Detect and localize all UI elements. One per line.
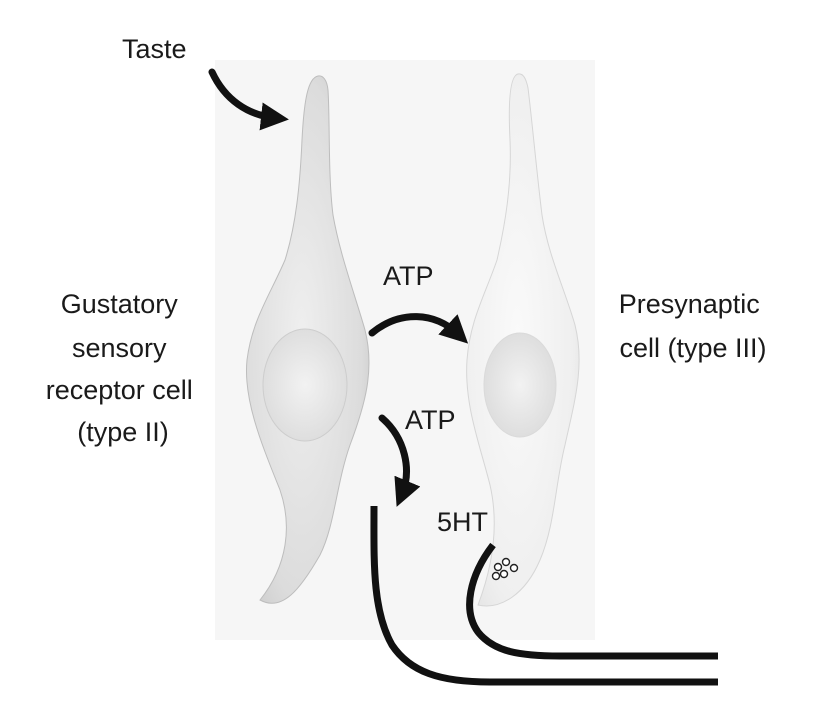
atp-label-top: ATP (383, 261, 434, 291)
receptor-cell-label-line-1: Gustatory (61, 289, 179, 319)
atp-arrow-to-presynaptic (368, 313, 469, 344)
nerve-fiber-inner (466, 542, 718, 660)
presynaptic-cell-label-line-2: cell (type III) (619, 333, 766, 363)
presynaptic-cell-label-line-1: Presynaptic (619, 289, 760, 319)
receptor-cell-label-line-4: (type II) (77, 417, 169, 447)
nerve-fiber-outer (370, 505, 718, 686)
receptor-cell-label: Gustatory sensory receptor cell (type II… (46, 289, 201, 447)
presynaptic-cell-nucleus (483, 332, 557, 438)
serotonin-label: 5HT (437, 507, 488, 537)
taste-arrow (208, 68, 289, 131)
serotonin-vesicles (491, 557, 519, 581)
atp-arrow-to-nerve (378, 414, 421, 507)
presynaptic-cell-label: Presynaptic cell (type III) (619, 289, 768, 363)
receptor-cell-nucleus (262, 328, 348, 442)
atp-label-bottom: ATP (405, 405, 456, 435)
taste-label: Taste (122, 34, 187, 64)
receptor-cell-label-line-3: receptor cell (46, 375, 193, 405)
receptor-cell-label-line-2: sensory (72, 333, 167, 363)
